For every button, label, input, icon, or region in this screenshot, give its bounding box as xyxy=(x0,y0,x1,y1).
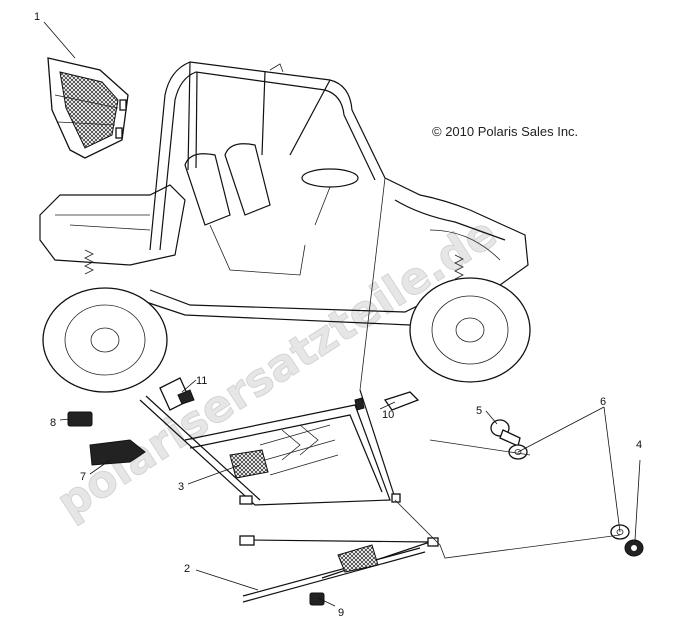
push-rivet-part xyxy=(490,419,521,447)
callout-3: 3 xyxy=(178,481,184,493)
leader-lines xyxy=(43,21,641,607)
callout-11: 11 xyxy=(196,375,207,387)
callout-10: 10 xyxy=(382,409,394,421)
rear-wheel xyxy=(42,287,168,393)
lower-net-part xyxy=(239,535,439,603)
callout-8: 8 xyxy=(50,417,56,429)
nut-part xyxy=(624,539,644,557)
callout-1: 1 xyxy=(34,11,40,23)
front-wheel xyxy=(409,277,531,383)
callout-9: 9 xyxy=(338,607,344,619)
window-net-part xyxy=(47,57,129,159)
callout-4: 4 xyxy=(636,439,642,451)
latch-part xyxy=(354,391,420,411)
door-net-part xyxy=(139,389,401,506)
callout-6: 6 xyxy=(600,396,606,408)
strap-part xyxy=(159,377,195,411)
buckle-part xyxy=(89,439,146,466)
copyright-text: © 2010 Polaris Sales Inc. xyxy=(432,124,578,139)
callout-7: 7 xyxy=(80,471,86,483)
callout-2: 2 xyxy=(184,563,190,575)
clip-small-part xyxy=(309,592,325,606)
clip-part xyxy=(67,411,93,427)
callout-5: 5 xyxy=(476,405,482,417)
